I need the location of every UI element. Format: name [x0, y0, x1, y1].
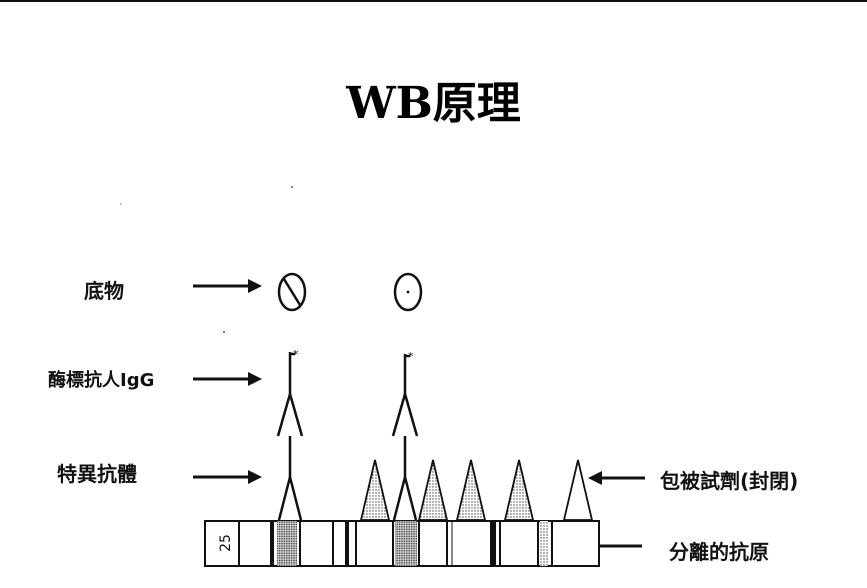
enzyme-labelled-antibody-2 [391, 354, 419, 477]
arrow-enzyme-antibody [193, 372, 262, 386]
label-separated-antigen: 分離的抗原 [669, 540, 769, 564]
label-specific-antibody: 特異抗體 [57, 462, 137, 486]
page-title: WB原理 [346, 78, 521, 129]
top-rule [0, 0, 867, 2]
blocking-triangle [359, 459, 391, 521]
arrow-blocking-reagent [588, 471, 645, 485]
speck [120, 203, 122, 205]
membrane-strip [204, 520, 600, 567]
blocking-triangle [562, 459, 594, 521]
speck [291, 186, 293, 188]
enzyme-star-icon: * [293, 348, 299, 361]
blocking-triangle [417, 459, 449, 521]
specific-antibody-1 [277, 476, 303, 521]
blocking-triangle [503, 459, 535, 521]
blocking-triangle [455, 459, 487, 521]
label-substrate: 底物 [84, 279, 124, 303]
label-blocking-reagent: 包被試劑(封閉) [660, 469, 799, 493]
strip-number: 25 [218, 534, 234, 552]
specific-antibody-2 [392, 476, 418, 521]
substrate-symbol-2 [393, 272, 423, 312]
enzyme-star-icon: * [408, 350, 414, 363]
enzyme-labelled-antibody-1 [276, 352, 304, 477]
arrow-substrate [193, 279, 262, 293]
label-enzyme-antibody: 酶標抗人IgG [48, 370, 155, 391]
substrate-symbol-1 [277, 272, 307, 312]
speck [223, 331, 225, 333]
arrow-specific-antibody [193, 470, 262, 484]
